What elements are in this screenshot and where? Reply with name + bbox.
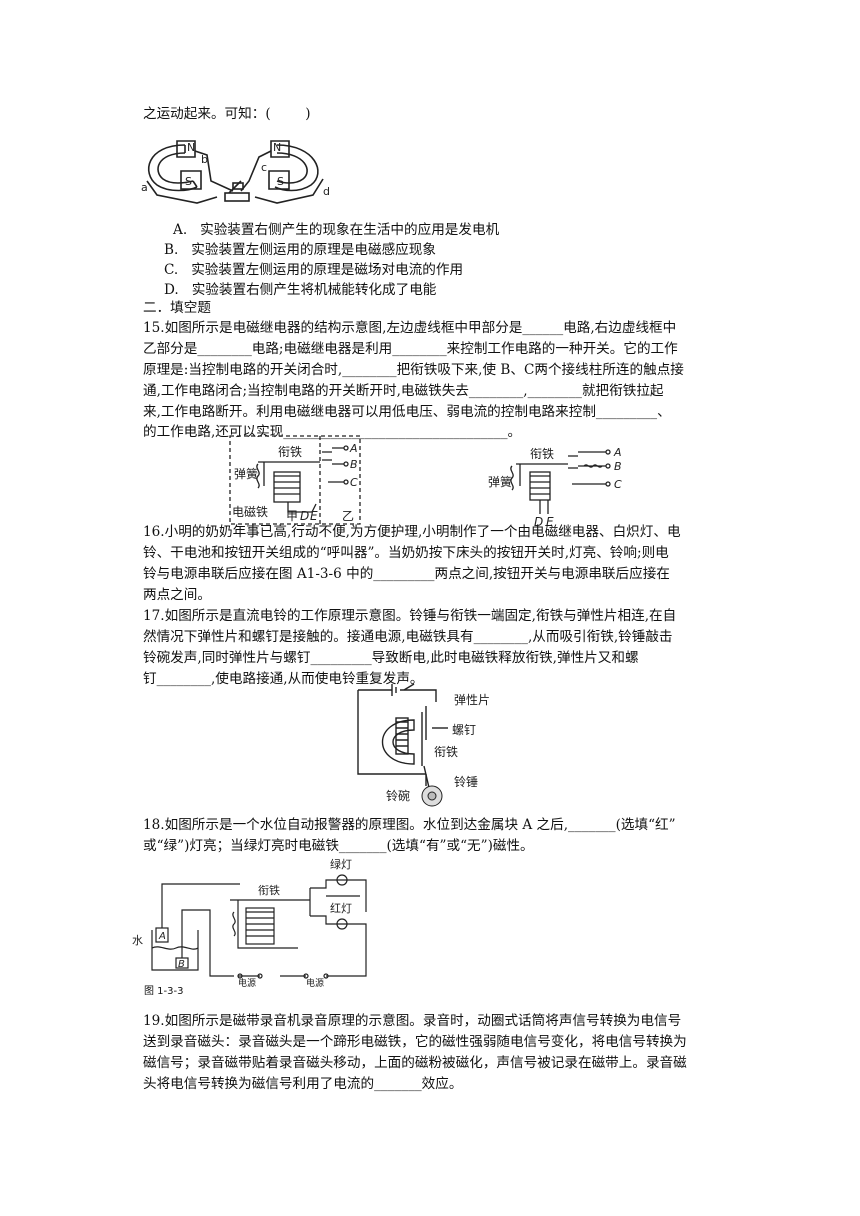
q15-fig1-a: A — [349, 442, 358, 455]
q18-fig-power-1: 电源 — [238, 977, 256, 988]
q19-line-4: 头将电信号转换为磁信号利用了电流的_______效应。 — [143, 1076, 463, 1092]
q19-line-2: 送到录音磁头：录音磁头是一个蹄形电磁铁，它的磁性强弱随电信号变化，将电信号转换为 — [143, 1034, 687, 1050]
q15-fig1-armature: 衔铁 — [278, 445, 302, 459]
q15-fig2-d: D — [534, 515, 543, 528]
q17-line-2: 然情况下弹性片和螺钉是接触的。接通电源,电磁铁具有________,从而吸引衔铁… — [143, 629, 673, 645]
q14-fig-label-b: b — [201, 153, 208, 166]
q14-option-c: C. 实验装置左侧运用的原理是磁场对电流的作用 — [164, 262, 464, 278]
section-title: 二．填空题 — [143, 300, 211, 316]
q16-line-3: 铃与电源串联后应接在图 A1-3-6 中的_________两点之间,按钮开关与… — [143, 566, 670, 582]
q18-line-1: 18.如图所示是一个水位自动报警器的原理图。水位到达金属块 A 之后,_____… — [143, 817, 676, 833]
q17-fig-armature: 衔铁 — [434, 745, 458, 759]
q14-fig-label-c: c — [261, 161, 267, 174]
q15-fig1-spring: 弹簧 — [234, 466, 258, 481]
q15-fig1-b: B — [350, 458, 358, 471]
q15-relay-figure-1: 衔铁 弹簧 电磁铁 甲 D E 乙 A B C — [228, 434, 362, 526]
q18-fig-water: 水 — [132, 934, 143, 947]
q18-fig-a: A — [158, 931, 166, 942]
q15-line-5: 来,工作电路断开。利用电磁继电器可以用低电压、弱电流的控制电路来控制______… — [143, 404, 671, 420]
q14-option-a: A. 实验装置右侧产生的现象在生活中的应用是发电机 — [173, 222, 500, 238]
q17-fig-spring-plate: 弹性片 — [454, 693, 490, 707]
q14-intro: 之运动起来。可知：( ) — [143, 106, 311, 122]
q14-option-b: B. 实验装置左侧运用的原理是电磁感应现象 — [164, 242, 436, 258]
q15-fig2-a: A — [613, 446, 622, 459]
q17-line-3: 铃碗发声,同时弹性片与螺钉_________导致断电,此时电磁铁释放衔铁,弹性片… — [143, 650, 639, 666]
q17-line-1: 17.如图所示是直流电铃的工作原理示意图。铃锤与衔铁一端固定,衔铁与弹性片相连,… — [143, 608, 677, 624]
q14-fig-label-n1: N — [187, 141, 195, 154]
q15-fig1-c: C — [350, 476, 358, 489]
q18-fig-green-lamp: 绿灯 — [330, 857, 352, 871]
q15-fig1-d: D — [300, 509, 309, 523]
q17-line-4: 钉________,使电路接通,从而使电铃重复发声。 — [143, 671, 424, 687]
q18-fig-red-lamp: 红灯 — [330, 902, 352, 915]
q15-fig2-e: E — [546, 515, 554, 528]
q18-fig-power-2: 电源 — [306, 977, 324, 988]
q14-option-d: D. 实验装置右侧产生将机械能转化成了电能 — [164, 282, 437, 298]
q15-line-1: 15.如图所示是电磁继电器的结构示意图,左边虚线框中甲部分是______电路,右… — [143, 320, 677, 336]
q15-fig1-e: E — [310, 509, 318, 523]
q15-fig1-jia: 甲 — [286, 509, 298, 523]
q17-fig-screw: 螺钉 — [452, 723, 476, 737]
q15-relay-figure-2: 衔铁 弹簧 D E A B C — [486, 438, 636, 529]
q14-fig-label-n2: N — [273, 141, 281, 154]
q17-fig-bowl: 铃碗 — [386, 788, 410, 803]
q18-line-2: 或“绿”)灯亮；当绿灯亮时电磁铁_______(选填“有”或“无”)磁性。 — [143, 838, 534, 854]
q15-line-3: 原理是:当控制电路的开关闭合时,________把衔铁吸下来,使 B、C两个接线… — [143, 362, 684, 378]
q18-fig-armature: 衔铁 — [258, 884, 280, 897]
q17-bell-figure: 弹性片 螺钉 衔铁 铃锤 铃碗 — [352, 682, 512, 810]
q17-fig-hammer: 铃锤 — [454, 774, 478, 789]
q14-fig-label-a: a — [141, 181, 148, 194]
q18-fig-caption: 图 1-3-3 — [144, 986, 184, 997]
q15-fig2-c: C — [614, 478, 622, 491]
q16-line-2: 铃、干电池和按钮开关组成的“呼叫器”。当奶奶按下床头的按钮开关时,灯亮、铃响;则… — [143, 545, 669, 561]
q14-fig-label-d: d — [323, 185, 330, 198]
q15-fig2-spring: 弹簧 — [488, 474, 512, 489]
q15-line-4: 通,工作电路闭合;当控制电路的开关断开时,电磁铁失去________,_____… — [143, 383, 664, 399]
q15-fig2-armature: 衔铁 — [530, 447, 554, 461]
q15-line-2: 乙部分是________电路;电磁继电器是利用________来控制工作电路的一… — [143, 341, 678, 357]
q14-figure: N b a S N c d S — [137, 133, 337, 213]
q16-line-1: 16.小明的奶奶年事已高,行动不便,为方便护理,小明制作了一个由电磁继电器、白炽… — [143, 524, 681, 540]
q14-fig-label-s1: S — [185, 175, 192, 188]
q15-fig1-yi: 乙 — [342, 509, 354, 523]
q14-fig-label-s2: S — [277, 175, 284, 188]
q16-line-4: 两点之间。 — [143, 587, 211, 603]
q18-water-alarm-figure: 绿灯 红灯 衔铁 水 A B 电源 电源 — [130, 852, 376, 989]
q15-fig1-electromagnet: 电磁铁 — [232, 504, 268, 519]
q19-line-3: 磁信号；录音磁带贴着录音磁头移动，上面的磁粉被磁化，声信号被记录在磁带上。录音磁 — [143, 1055, 687, 1071]
q19-line-1: 19.如图所示是磁带录音机录音原理的示意图。录音时，动圈式话筒将声信号转换为电信… — [143, 1013, 682, 1029]
q18-fig-b: B — [178, 959, 185, 970]
q15-fig2-b: B — [614, 460, 622, 473]
